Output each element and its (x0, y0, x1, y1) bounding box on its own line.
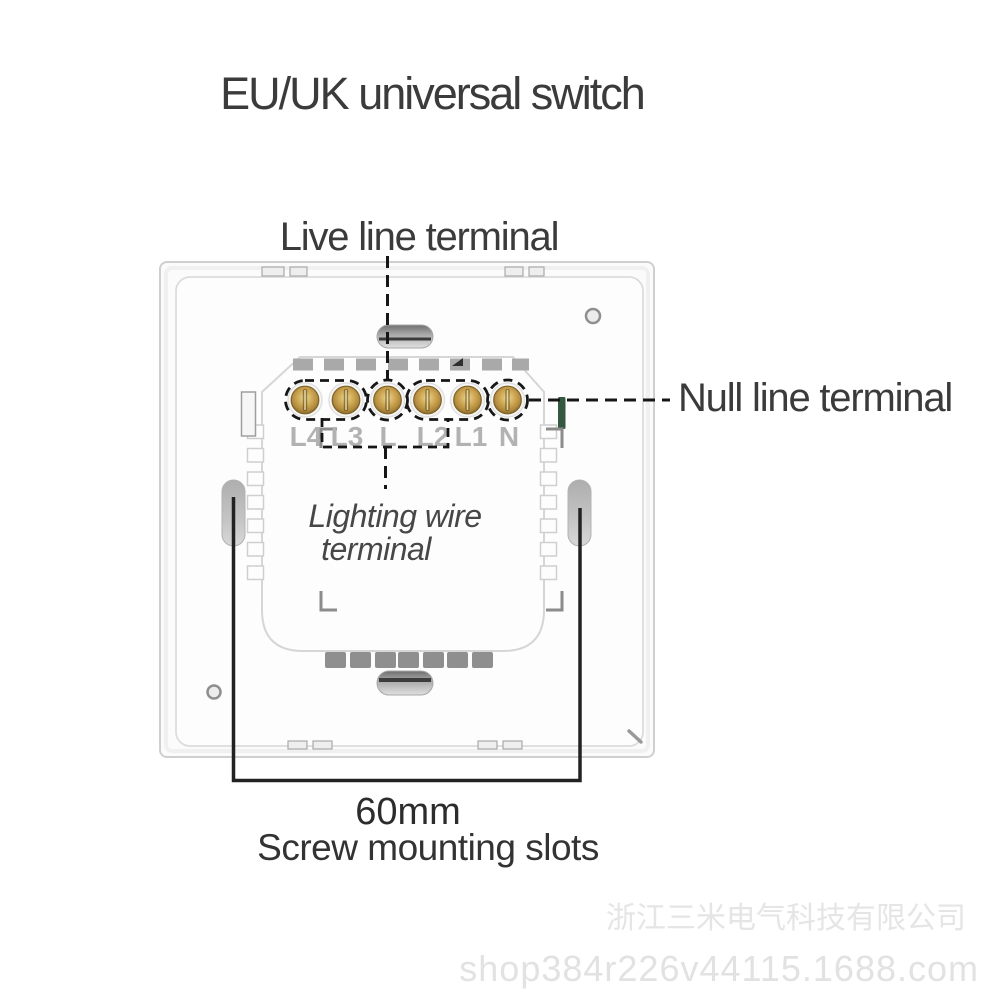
module-bottom-slots (325, 652, 493, 668)
dashed-group-l4-l3 (284, 379, 368, 421)
dimension-label: 60mm (355, 791, 461, 833)
terminal-label-l4: L4 (290, 421, 323, 452)
terminal-screw-l2 (409, 382, 446, 418)
terminal-block: L4 L3 L L2 L1 N (287, 382, 526, 452)
edge-tab (504, 266, 524, 277)
watermark-shop-url: shop384r226v44115.1688.com (459, 948, 979, 989)
watermark-company: 浙江三米电气科技有限公司 (606, 902, 966, 935)
switch-panel: L4 L3 L L2 L1 N (159, 261, 655, 758)
round-hole-top-right (584, 307, 602, 325)
edge-tab (477, 740, 498, 750)
oval-slot-top (376, 324, 434, 349)
edge-tab (289, 266, 308, 277)
corner-bracket-bottom-right (546, 591, 564, 612)
plate-edge-tabs (261, 266, 545, 750)
corner-bracket-top-right (546, 427, 564, 448)
lighting-wire-label-line2: terminal (321, 531, 432, 567)
edge-tab (261, 266, 285, 277)
switch-module (240, 356, 566, 668)
live-line-label: Live line terminal (280, 215, 559, 259)
dashed-circle-null (486, 378, 529, 422)
module-right-teeth (539, 424, 558, 581)
terminal-screw-l1 (449, 382, 486, 418)
null-line-label: Null line terminal (678, 376, 952, 420)
page-title: EU/UK universal switch (220, 68, 644, 119)
plate-corner-accent (627, 729, 643, 744)
edge-tab (312, 740, 333, 750)
screw-slots-label: Screw mounting slots (257, 827, 599, 868)
terminal-screw-l4 (287, 382, 323, 418)
edge-tab (287, 740, 308, 750)
terminal-label-l: L (379, 421, 396, 452)
module-left-teeth (246, 424, 265, 581)
round-hole-bottom-left (206, 684, 222, 700)
dashed-circle-live (366, 378, 409, 422)
panel-frame-shading (164, 266, 650, 753)
side-clip-left (240, 391, 257, 437)
annotations (284, 256, 670, 489)
module-top-slots (293, 358, 529, 371)
corner-bracket-bottom-left (319, 591, 337, 612)
edge-tab (528, 266, 545, 277)
edge-tab (502, 740, 523, 750)
lighting-wire-label-line1: Lighting wire (308, 498, 481, 534)
dimension-bracket-60mm (231, 497, 582, 783)
terminal-screw-n (489, 382, 526, 418)
terminal-screw-l (369, 382, 406, 418)
pcb-green-sliver (558, 397, 566, 429)
oval-slot-bottom (376, 670, 434, 696)
terminal-label-l1: L1 (455, 421, 488, 452)
terminal-screw-l3 (328, 382, 364, 418)
terminal-label-n: N (499, 421, 519, 452)
module-top-mark (452, 358, 463, 366)
